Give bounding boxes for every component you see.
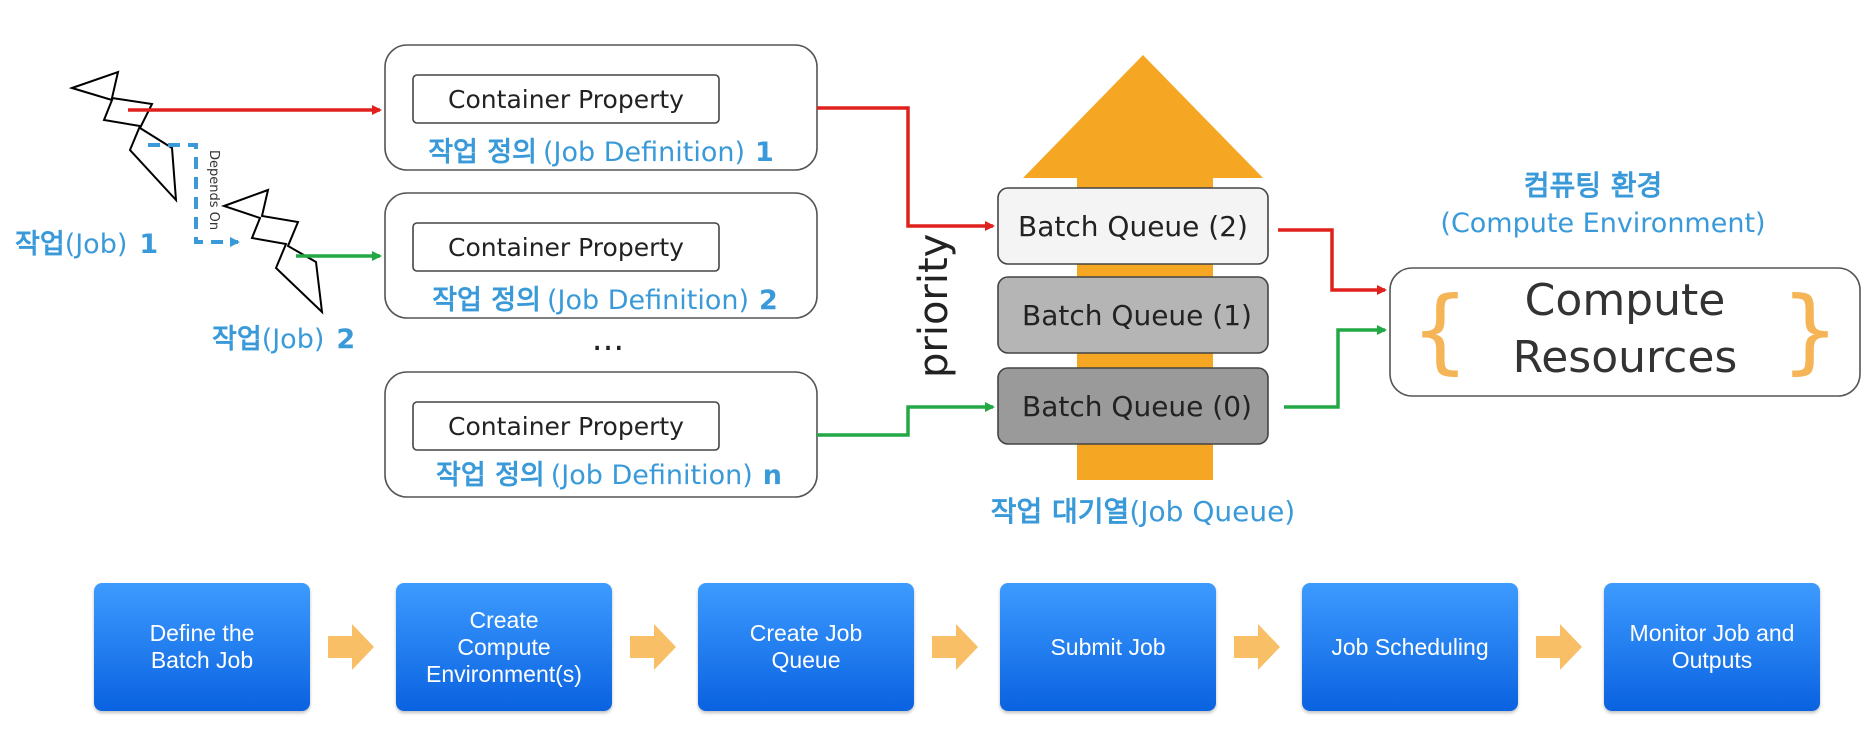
job-definition-1: Container Property 작업 정의(Job Definition)…: [384, 44, 818, 171]
step-arrow-3: [932, 624, 978, 670]
priority-label: priority: [911, 234, 957, 378]
job-definition-2-ko: 작업 정의: [432, 285, 541, 316]
step-arrow-4: [1234, 624, 1280, 670]
job2-label: 작업(Job) 2: [212, 324, 355, 355]
batch-queue-2-label: Batch Queue (2): [1018, 210, 1248, 243]
job-definition-n-en: (Job Definition): [551, 460, 753, 491]
job2-label-ko: 작업: [212, 324, 262, 355]
queue2-to-compute-arrow: [1278, 228, 1387, 295]
compute-brace-right: }: [1781, 277, 1840, 384]
job2-label-num: 2: [336, 324, 355, 355]
step-create-job-queue: Create Job Queue: [698, 583, 914, 711]
job-definition-n-label: 작업 정의(Job Definition) n: [436, 460, 782, 491]
job-definition-1-ko: 작업 정의: [428, 137, 537, 168]
job2-label-en: (Job): [262, 324, 325, 355]
step-job-scheduling: Job Scheduling: [1302, 583, 1518, 711]
container-property-1-label: Container Property: [448, 85, 684, 114]
compute-env-en: (Compute Environment): [1440, 208, 1765, 239]
compute-env-ko: 컴퓨팅 환경: [1524, 169, 1663, 202]
queue0-to-compute-arrow: [1284, 325, 1387, 409]
container-property-2-label: Container Property: [448, 233, 684, 262]
container-property-1: [412, 74, 720, 124]
container-property-2: [412, 222, 720, 272]
job-definition-n-ko: 작업 정의: [436, 460, 545, 491]
ellipsis: ...: [592, 319, 624, 359]
job-definition-1-label: 작업 정의(Job Definition) 1: [428, 137, 774, 168]
compute-resources-box: { } Compute Resources: [1389, 267, 1861, 397]
job-queue-label: 작업 대기열(Job Queue): [991, 495, 1295, 528]
job-definition-2-label: 작업 정의(Job Definition) 2: [432, 285, 778, 316]
job-definition-2: Container Property 작업 정의(Job Definition)…: [384, 192, 818, 319]
step-create-compute-environment: Create Compute Environment(s): [396, 583, 612, 711]
batch-queue-2: Batch Queue (2): [997, 187, 1269, 265]
job-definition-2-num: 2: [759, 285, 778, 316]
job-definition-1-num: 1: [755, 137, 774, 168]
job1-label-num: 1: [139, 229, 158, 260]
job1-label-ko: 작업: [15, 229, 65, 260]
container-property-n-label: Container Property: [448, 412, 684, 441]
compute-brace-left: {: [1411, 277, 1470, 384]
job2-lightning-icon: [220, 188, 324, 315]
depends-on-connector: [148, 143, 240, 247]
step-monitor-job-outputs: Monitor Job and Outputs: [1604, 583, 1820, 711]
depends-on-label: Depends On: [206, 150, 221, 230]
batch-queue-1-label: Batch Queue (1): [1022, 299, 1252, 332]
batch-queue-1: Batch Queue (1): [997, 276, 1269, 354]
defn-to-queue0-arrow: [817, 402, 995, 437]
step-arrow-5: [1536, 624, 1582, 670]
job-definition-2-en: (Job Definition): [547, 285, 749, 316]
job-definition-n: Container Property 작업 정의(Job Definition)…: [384, 371, 818, 498]
def1-to-queue2-arrow: [817, 106, 995, 231]
step-arrow-2: [630, 624, 676, 670]
job1-lightning-icon: [68, 70, 178, 203]
job-definition-n-num: n: [763, 460, 782, 491]
job1-label: 작업(Job) 1: [15, 229, 158, 260]
step-submit-job: Submit Job: [1000, 583, 1216, 711]
batch-queue-0-label: Batch Queue (0): [1022, 390, 1252, 423]
batch-queue-0: Batch Queue (0): [997, 367, 1269, 445]
step-define-batch-job: Define the Batch Job: [94, 583, 310, 711]
compute-resources-line1: Compute: [1525, 275, 1726, 326]
job1-label-en: (Job): [65, 229, 128, 260]
job-queue-label-en: (Job Queue): [1129, 495, 1295, 528]
job-queue-label-ko: 작업 대기열: [991, 495, 1130, 528]
compute-resources-line2: Resources: [1513, 332, 1738, 383]
job-definition-1-en: (Job Definition): [543, 137, 745, 168]
step-arrow-1: [328, 624, 374, 670]
container-property-n: [412, 401, 720, 451]
